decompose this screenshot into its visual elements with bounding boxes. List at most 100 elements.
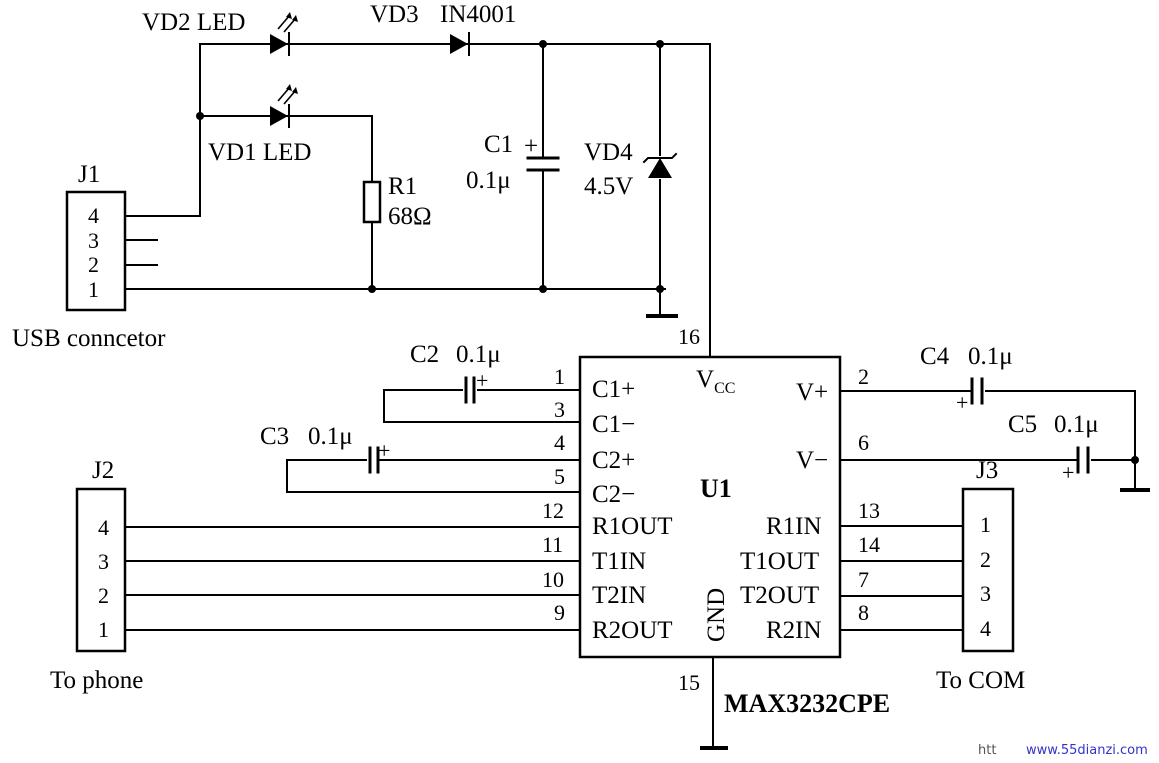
j2-pin-label: 4	[98, 515, 109, 540]
c2-capacitor-symbol	[464, 376, 476, 404]
c1-plus-sign: +	[524, 133, 538, 160]
j2-connector	[75, 487, 127, 653]
u1-label: U1	[700, 474, 732, 503]
j1-pin-label: 2	[88, 252, 99, 277]
c3-capacitor-symbol	[368, 446, 380, 474]
ic-pin-number: 3	[554, 397, 565, 422]
usb-connector-label: USB conncetor	[12, 325, 166, 352]
j3-label: J3	[976, 457, 998, 484]
vd3-part-label: IN4001	[440, 1, 516, 28]
ic-pin-name: V−	[796, 447, 828, 474]
c2-label: C2	[410, 341, 439, 368]
ic-pin-number: 11	[542, 532, 563, 557]
ic-right-pins: 2 V+ 6 V− 13 R1IN 14 T1OUT 7 T2OUT 8 R2I…	[740, 364, 880, 644]
c3-value-label: 0.1μ	[308, 423, 353, 450]
j3-pin-label: 2	[980, 547, 991, 572]
c4-plus-sign: +	[956, 390, 968, 415]
junction-dots	[196, 40, 1139, 464]
ic-pin-name: R2IN	[766, 617, 822, 644]
c4-label: C4	[920, 343, 950, 370]
ic-pin-name: R1OUT	[592, 513, 673, 540]
ic-pin-name: C1−	[592, 411, 635, 438]
gnd-label: GND	[703, 588, 730, 642]
vd1-led-symbol	[270, 84, 298, 128]
ic-pin-name: T2OUT	[740, 582, 819, 609]
ic-pin-number: 13	[858, 498, 880, 523]
ic-pin-16-number: 16	[678, 324, 700, 349]
to-com-label: To COM	[936, 667, 1025, 694]
ic-right-pin-wiring	[839, 390, 1150, 631]
vd3-label: VD3	[370, 1, 419, 28]
j2-label: J2	[92, 457, 114, 484]
c5-value-label: 0.1μ	[1054, 411, 1099, 438]
r1-resistor-symbol	[362, 180, 382, 224]
ic-left-pin-wiring	[125, 389, 581, 631]
c5-capacitor-symbol	[1076, 446, 1090, 474]
c1-value-label: 0.1μ	[466, 167, 511, 194]
j1-pin-label: 1	[88, 277, 99, 302]
ic-pin-name: T1OUT	[740, 548, 819, 575]
ic-pin-name: C2+	[592, 447, 635, 474]
ic-pin-name: C2−	[592, 481, 635, 508]
c3-label: C3	[260, 423, 289, 450]
c5-label: C5	[1008, 411, 1037, 438]
j1-pin-labels: 4 3 2 1	[88, 203, 99, 302]
r1-value-label: 68Ω	[388, 203, 432, 230]
vd3-diode-symbol	[450, 32, 470, 56]
ic-pin-name: T1IN	[592, 548, 646, 575]
ic-pin-number: 5	[554, 464, 565, 489]
ic-pin-number: 7	[858, 567, 869, 592]
ic-pin-name: C1+	[592, 376, 635, 403]
ic-pin-name: R1IN	[766, 513, 822, 540]
j3-pin-label: 1	[980, 512, 991, 537]
j1-pin-label: 3	[88, 228, 99, 253]
r1-label: R1	[388, 173, 417, 200]
ic-pin-number: 2	[858, 364, 869, 389]
vd2-led-symbol	[270, 12, 298, 56]
j3-pin-label: 4	[980, 616, 991, 641]
vd4-label: VD4	[584, 139, 633, 166]
vd1-label: VD1 LED	[208, 139, 311, 166]
watermark: www.55dianzi.com	[1026, 743, 1148, 758]
ic-pin-name: V+	[796, 379, 828, 406]
j1-connector	[65, 190, 127, 312]
c1-label: C1	[484, 131, 513, 158]
j2-pin-label: 1	[98, 617, 109, 642]
u1-ic-body	[578, 355, 842, 659]
ic-pin-name: T2IN	[592, 582, 646, 609]
j2-pin-label: 3	[98, 549, 109, 574]
c5-plus-sign: +	[1062, 460, 1074, 485]
c4-capacitor-symbol	[970, 377, 984, 405]
to-phone-label: To phone	[50, 667, 143, 694]
j2-pin-labels: 4 3 2 1	[98, 515, 109, 642]
ic-left-pins: 1 C1+ 3 C1− 4 C2+ 5 C2− 12 R1OUT 11 T1IN…	[542, 364, 673, 644]
ic-part-label: MAX3232CPE	[724, 689, 890, 718]
vd4-zener-symbol	[642, 152, 678, 178]
power-wiring	[125, 43, 711, 361]
j1-pin-label: 4	[88, 203, 99, 228]
vcc-label: VCC	[696, 366, 735, 397]
ic-pin-number: 14	[858, 532, 880, 557]
ic-pin-number: 10	[542, 567, 564, 592]
j1-label: J1	[78, 161, 100, 188]
ic-pin-number: 8	[858, 600, 869, 625]
watermark-prefix: htt	[978, 743, 996, 758]
j3-connector	[961, 487, 1015, 653]
vd4-value-label: 4.5V	[584, 173, 633, 200]
ic-pin-15-number: 15	[678, 670, 700, 695]
c1-capacitor-symbol	[526, 156, 560, 172]
c2-plus-sign: +	[476, 368, 488, 393]
vd2-label: VD2 LED	[142, 9, 245, 36]
ic-pin-number: 4	[554, 430, 565, 455]
c4-value-label: 0.1μ	[968, 343, 1013, 370]
j3-pin-labels: 1 2 3 4	[980, 512, 991, 641]
ic-pin-name: R2OUT	[592, 617, 673, 644]
j3-pin-label: 3	[980, 581, 991, 606]
ic-pin-number: 1	[554, 364, 565, 389]
ic-pin-number: 6	[858, 430, 869, 455]
j2-pin-label: 2	[98, 583, 109, 608]
c3-plus-sign: +	[378, 438, 390, 463]
ic-pin-number: 12	[542, 498, 564, 523]
c2-value-label: 0.1μ	[456, 341, 501, 368]
